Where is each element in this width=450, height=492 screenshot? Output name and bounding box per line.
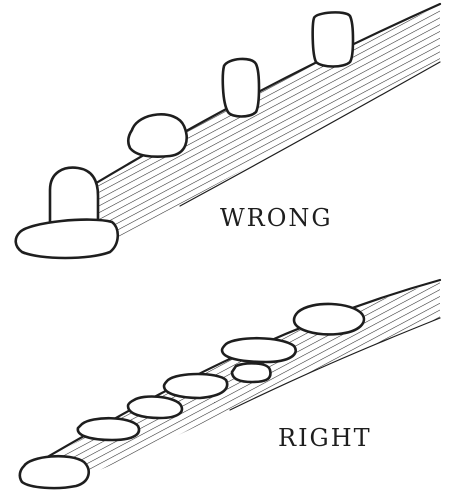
right-stone-6	[78, 418, 139, 440]
right-stone-2	[222, 338, 296, 362]
right-stone-5	[128, 397, 182, 418]
right-stone-7	[20, 456, 89, 488]
right-panel: RIGHT	[0, 270, 450, 492]
right-label: RIGHT	[278, 424, 372, 452]
right-stone-3	[232, 363, 270, 382]
right-stone-4	[164, 374, 227, 398]
wrong-stone-block-middle	[223, 59, 259, 117]
wrong-stone-block-top	[313, 12, 353, 66]
wrong-label: WRONG	[220, 204, 333, 232]
wrong-panel: WRONG	[0, 0, 450, 260]
right-stone-1	[294, 304, 364, 334]
wrong-stone-rounded	[128, 114, 186, 156]
wrong-stone-lower-upright	[50, 168, 98, 225]
wrong-stone-base-slab	[16, 220, 118, 258]
